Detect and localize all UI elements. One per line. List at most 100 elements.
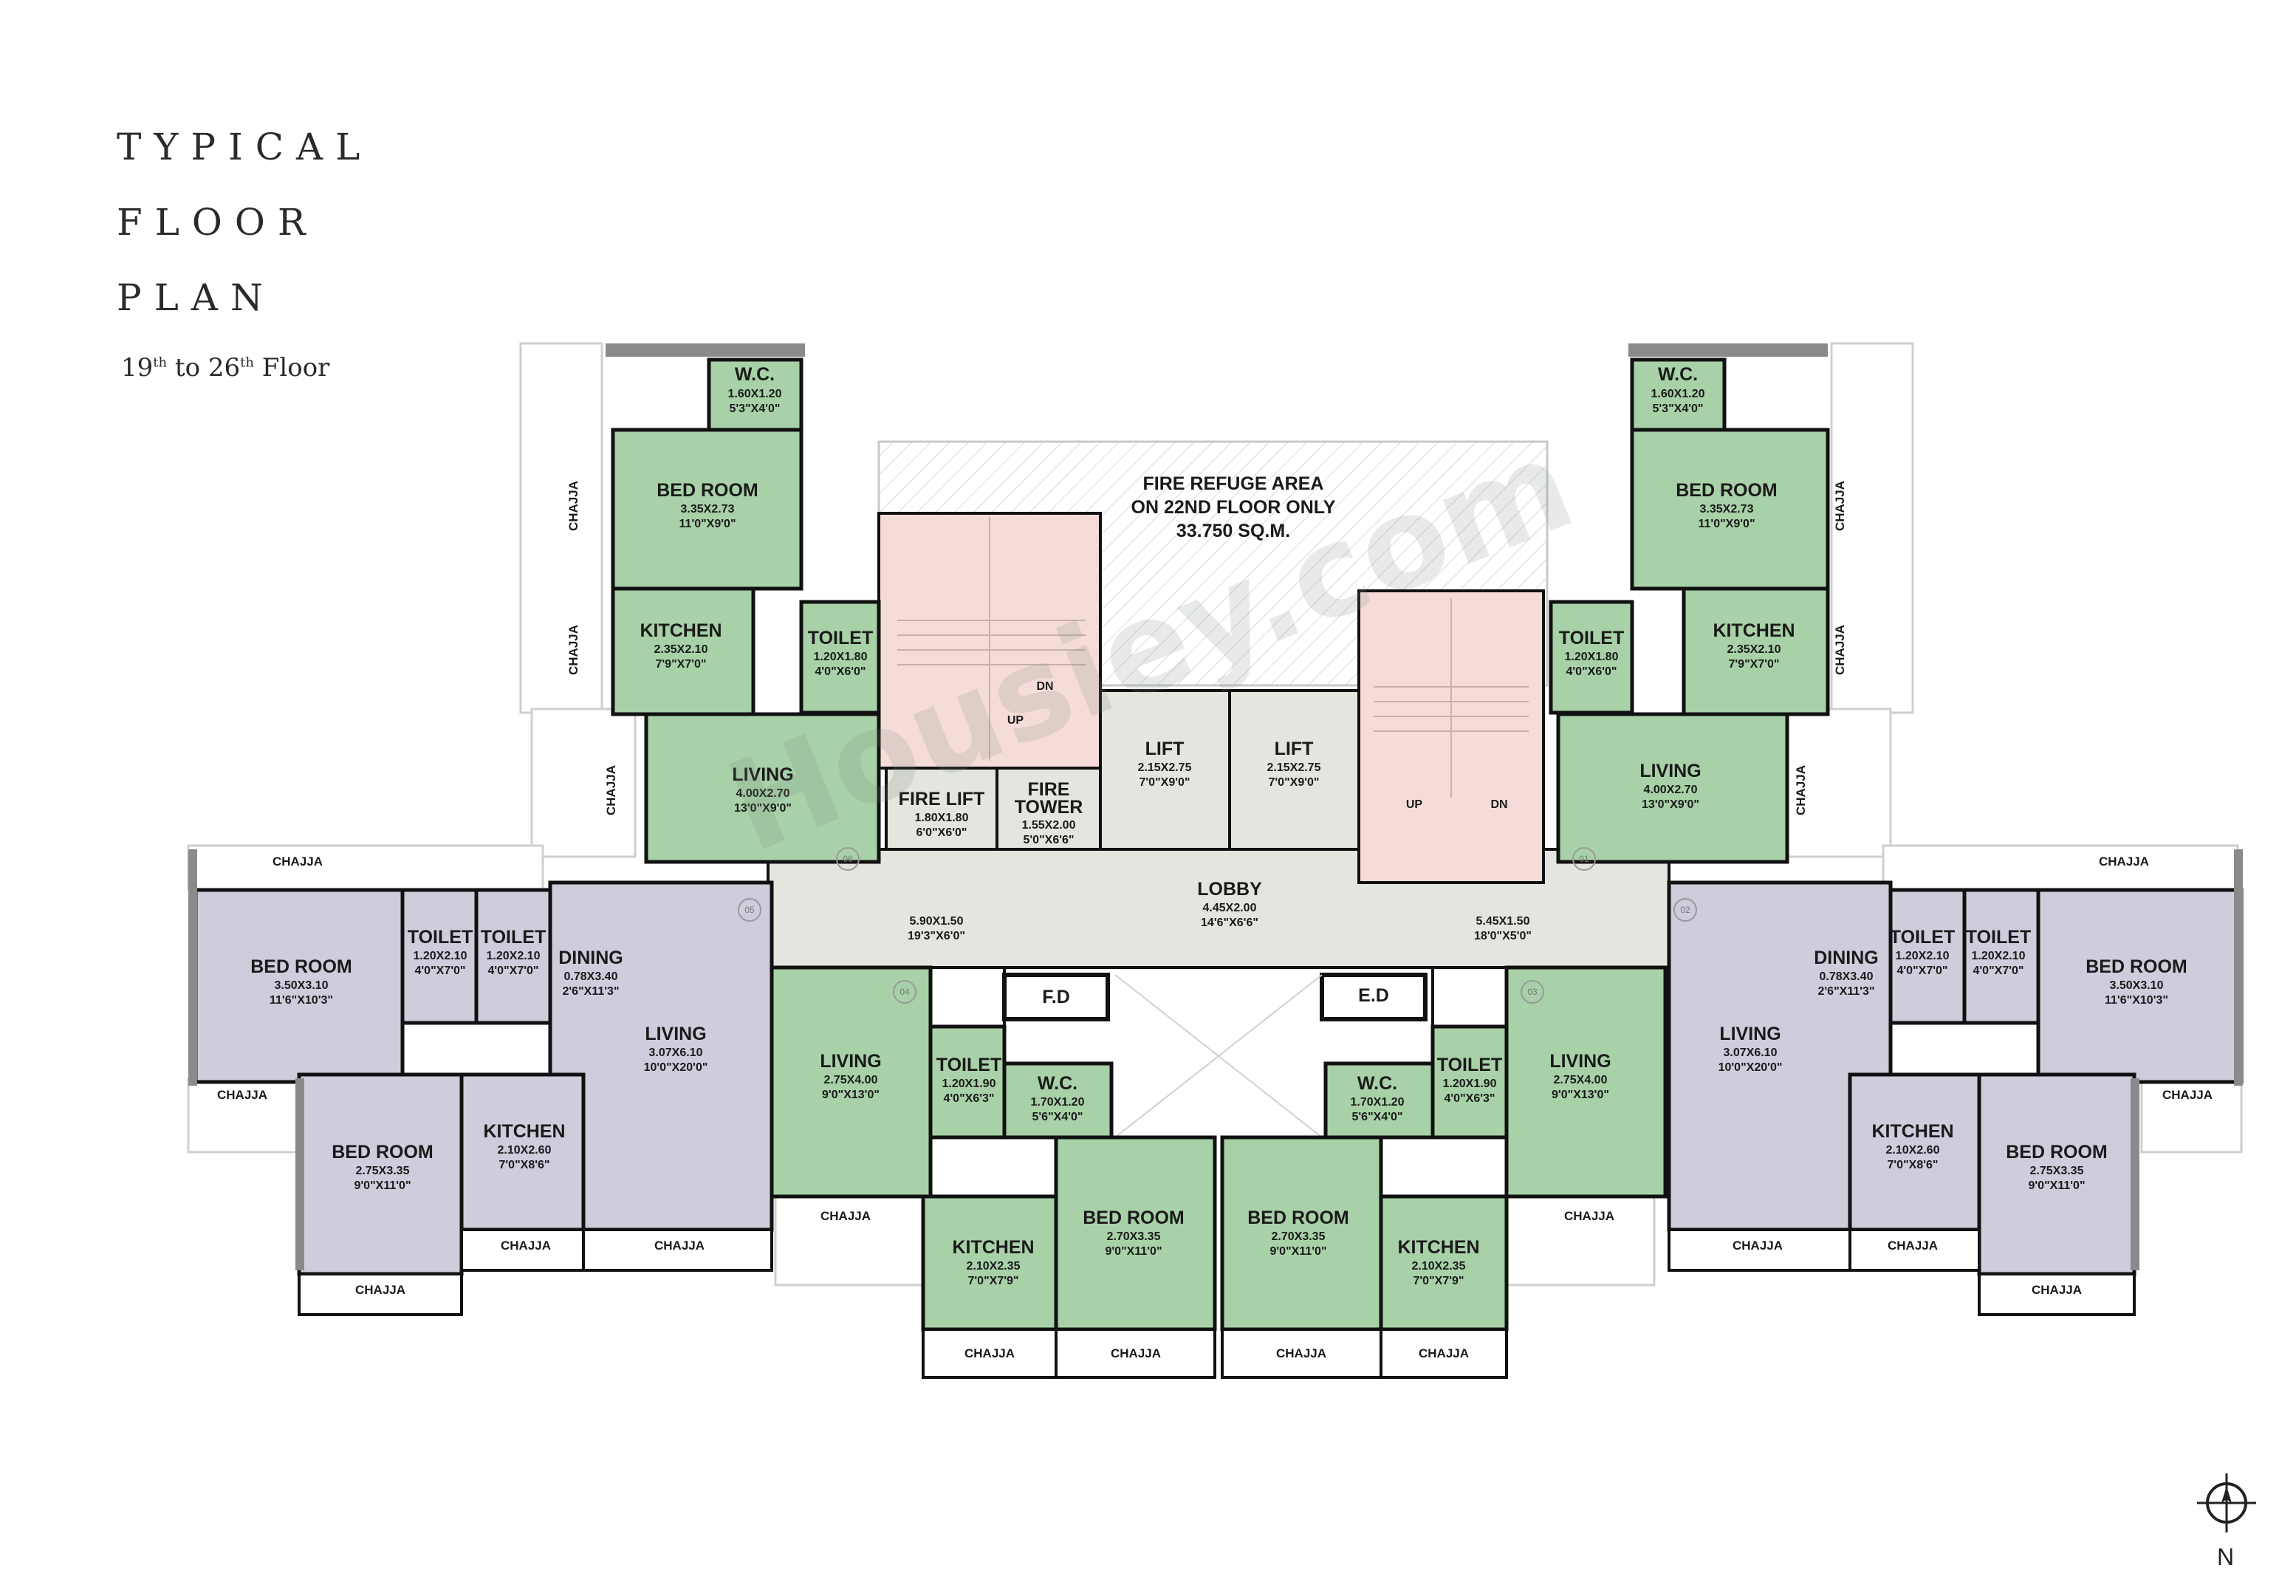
svg-text:4'0"X6'3": 4'0"X6'3" — [1444, 1092, 1495, 1105]
chajja-labels: CHAJJA CHAJJA CHAJJA CHAJJA CHAJJA CHAJJ… — [217, 481, 2213, 1360]
svg-text:10'0"X20'0": 10'0"X20'0" — [644, 1061, 708, 1074]
wall-accents — [188, 343, 2243, 1270]
svg-text:E.D: E.D — [1358, 985, 1389, 1006]
svg-text:2.75X3.35: 2.75X3.35 — [2030, 1165, 2084, 1177]
svg-text:3.07X6.10: 3.07X6.10 — [649, 1047, 703, 1059]
svg-text:0.78X3.40: 0.78X3.40 — [564, 970, 618, 983]
svg-text:BED ROOM: BED ROOM — [2086, 956, 2187, 977]
svg-text:5.90X1.50: 5.90X1.50 — [910, 915, 964, 928]
flat-04 — [770, 965, 1217, 1332]
svg-text:3.35X2.73: 3.35X2.73 — [1700, 503, 1754, 516]
svg-text:2.10X2.60: 2.10X2.60 — [498, 1144, 552, 1157]
floor-range: 19th to 26th Floor — [121, 353, 330, 383]
svg-text:BED ROOM: BED ROOM — [2006, 1142, 2108, 1162]
svg-text:BED ROOM: BED ROOM — [657, 480, 758, 501]
svg-text:2.10X2.35: 2.10X2.35 — [1412, 1260, 1466, 1273]
svg-text:1.20X2.10: 1.20X2.10 — [1896, 950, 1950, 962]
svg-text:LIVING: LIVING — [645, 1024, 706, 1044]
svg-text:FIRE: FIRE — [1028, 779, 1070, 800]
svg-text:TOILET: TOILET — [481, 927, 546, 948]
svg-text:2'6"X11'3": 2'6"X11'3" — [1817, 985, 1874, 998]
svg-text:TOWER: TOWER — [1015, 797, 1083, 818]
svg-text:1.70X1.20: 1.70X1.20 — [1351, 1096, 1405, 1109]
svg-text:CHAJJA: CHAJJA — [1276, 1346, 1326, 1360]
svg-text:1.20X1.90: 1.20X1.90 — [1443, 1078, 1497, 1090]
svg-text:2.70X3.35: 2.70X3.35 — [1107, 1230, 1161, 1243]
svg-text:5'3"X4'0": 5'3"X4'0" — [1652, 403, 1703, 415]
svg-text:W.C.: W.C. — [1658, 364, 1698, 385]
title-line-3: PLAN — [117, 276, 275, 319]
svg-text:3.50X3.10: 3.50X3.10 — [2110, 979, 2164, 992]
svg-text:CHAJJA: CHAJJA — [1833, 481, 1847, 531]
svg-text:W.C.: W.C. — [735, 364, 775, 385]
svg-text:1.20X1.80: 1.20X1.80 — [1565, 651, 1619, 663]
title-line-1: TYPICAL — [117, 126, 373, 168]
svg-text:TOILET: TOILET — [1890, 927, 1955, 948]
svg-text:2.75X4.00: 2.75X4.00 — [1554, 1074, 1608, 1086]
svg-text:3.35X2.73: 3.35X2.73 — [681, 503, 735, 516]
svg-text:2'6"X11'3": 2'6"X11'3" — [562, 985, 619, 998]
svg-text:2.10X2.60: 2.10X2.60 — [1886, 1144, 1940, 1157]
svg-text:W.C.: W.C. — [1038, 1073, 1077, 1094]
svg-text:W.C.: W.C. — [1357, 1073, 1397, 1094]
svg-text:9'0"X11'0": 9'0"X11'0" — [354, 1179, 411, 1192]
svg-text:KITCHEN: KITCHEN — [952, 1237, 1034, 1258]
svg-text:LIVING: LIVING — [820, 1051, 881, 1072]
svg-text:4'0"X7'0": 4'0"X7'0" — [1973, 965, 2023, 977]
svg-text:9'0"X11'0": 9'0"X11'0" — [2028, 1179, 2085, 1192]
svg-text:TOILET: TOILET — [808, 628, 873, 648]
svg-text:4'0"X6'3": 4'0"X6'3" — [943, 1092, 994, 1105]
bottom-chajjas — [298, 1228, 2136, 1379]
svg-text:2.15X2.75: 2.15X2.75 — [1138, 761, 1192, 774]
svg-text:1.60X1.20: 1.60X1.20 — [728, 388, 782, 400]
svg-text:10'0"X20'0": 10'0"X20'0" — [1718, 1061, 1783, 1074]
svg-text:CHAJJA: CHAJJA — [566, 625, 580, 675]
svg-text:UP: UP — [1406, 798, 1423, 811]
svg-text:TOILET: TOILET — [936, 1055, 1001, 1075]
svg-text:5'6"X4'0": 5'6"X4'0" — [1032, 1111, 1083, 1123]
svg-text:KITCHEN: KITCHEN — [1713, 620, 1795, 641]
svg-text:DINING: DINING — [1814, 948, 1879, 968]
svg-text:F.D: F.D — [1042, 987, 1070, 1007]
flat-02 — [1667, 880, 2244, 1276]
svg-text:3.07X6.10: 3.07X6.10 — [1724, 1047, 1778, 1059]
svg-text:11'0"X9'0": 11'0"X9'0" — [679, 518, 736, 530]
svg-text:BED ROOM: BED ROOM — [332, 1142, 434, 1162]
north-label: N — [2217, 1544, 2235, 1570]
svg-text:2.35X2.10: 2.35X2.10 — [654, 643, 708, 656]
svg-text:CHAJJA: CHAJJA — [1833, 625, 1847, 675]
svg-text:KITCHEN: KITCHEN — [1397, 1237, 1479, 1258]
svg-text:1.60X1.20: 1.60X1.20 — [1651, 388, 1705, 400]
svg-text:1.20X1.90: 1.20X1.90 — [942, 1078, 996, 1090]
svg-text:03: 03 — [1527, 987, 1538, 997]
svg-text:1.20X2.10: 1.20X2.10 — [487, 950, 541, 962]
svg-text:TOILET: TOILET — [1559, 628, 1624, 648]
svg-text:CHAJJA: CHAJJA — [273, 854, 323, 869]
svg-text:4'0"X6'0": 4'0"X6'0" — [815, 665, 866, 678]
svg-text:CHAJJA: CHAJJA — [217, 1088, 267, 1102]
svg-text:7'9"X7'0": 7'9"X7'0" — [655, 658, 706, 671]
svg-text:UP: UP — [1007, 714, 1024, 727]
svg-text:9'0"X11'0": 9'0"X11'0" — [1269, 1245, 1326, 1258]
svg-text:11'6"X10'3": 11'6"X10'3" — [270, 994, 333, 1007]
svg-text:05: 05 — [744, 905, 755, 915]
svg-text:BED ROOM: BED ROOM — [1083, 1208, 1185, 1228]
svg-text:CHAJJA: CHAJJA — [2032, 1283, 2082, 1297]
fd-box — [1002, 973, 1110, 1021]
svg-text:TOILET: TOILET — [1966, 927, 2031, 948]
svg-text:TOILET: TOILET — [408, 927, 473, 948]
room-labels: W.C. 1.60X1.20 5'3"X4'0" BED ROOM 3.35X2… — [250, 364, 2187, 1287]
svg-text:CHAJJA: CHAJJA — [964, 1346, 1015, 1360]
svg-text:1.70X1.20: 1.70X1.20 — [1031, 1096, 1085, 1109]
svg-text:1.20X2.10: 1.20X2.10 — [414, 950, 467, 962]
svg-text:DINING: DINING — [558, 948, 623, 968]
svg-text:FIRE LIFT: FIRE LIFT — [899, 789, 985, 809]
svg-text:7'0"X7'9": 7'0"X7'9" — [967, 1275, 1018, 1287]
svg-text:CHAJJA: CHAJJA — [1111, 1346, 1161, 1360]
svg-text:11'6"X10'3": 11'6"X10'3" — [2105, 994, 2168, 1007]
svg-text:LIVING: LIVING — [1639, 761, 1701, 781]
svg-text:4'0"X7'0": 4'0"X7'0" — [487, 965, 538, 977]
svg-text:KITCHEN: KITCHEN — [483, 1121, 565, 1142]
svg-text:11'0"X9'0": 11'0"X9'0" — [1698, 518, 1755, 530]
svg-text:LIVING: LIVING — [732, 764, 793, 785]
